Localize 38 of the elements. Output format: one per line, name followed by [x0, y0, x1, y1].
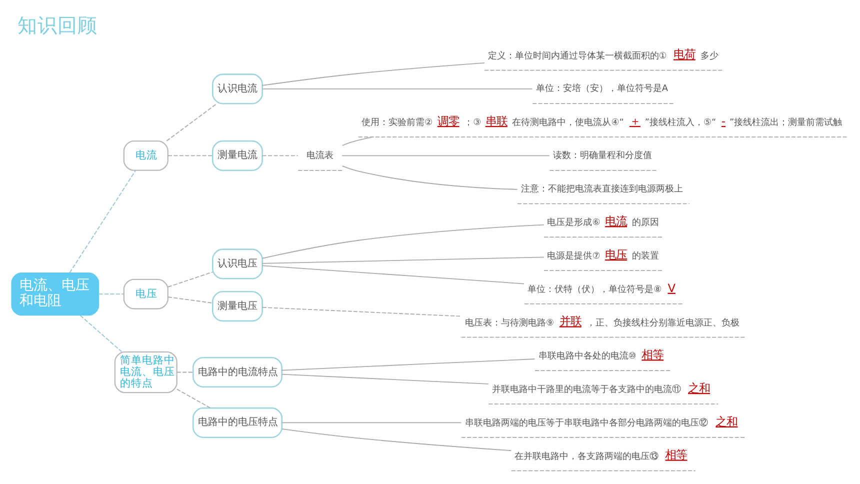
- connector: [262, 155, 298, 156]
- connector: [168, 272, 214, 288]
- connector: [80, 315, 122, 352]
- connector: [262, 224, 544, 259]
- connector: [262, 265, 525, 284]
- connector: [69, 170, 136, 274]
- connector: [281, 422, 462, 424]
- connector: [176, 372, 194, 373]
- connector: [262, 88, 533, 90]
- node-box: 简单电路中电流、电压的特点: [114, 351, 178, 394]
- node-box: 电流: [123, 140, 168, 171]
- connector: [168, 296, 214, 304]
- connector: [262, 62, 485, 86]
- connector: [342, 155, 550, 156]
- connector: [281, 358, 536, 371]
- node-text: 读数：明确量程和分度值: [552, 150, 652, 161]
- node-box: 认识电流: [212, 74, 263, 104]
- node-text: 注意：不能把电流表直接连到电源两极上: [520, 184, 683, 194]
- node-text: 单位：安培（安），单位符号是A: [536, 84, 668, 94]
- connector: [262, 306, 462, 317]
- node-box: 电压: [123, 278, 168, 310]
- connector: [98, 294, 124, 295]
- connector: [176, 388, 211, 408]
- node-box: 电路中的电压特点: [192, 407, 282, 438]
- node-box: 电流、电压和电阻: [11, 272, 100, 316]
- node-box: 测量电流: [212, 140, 263, 172]
- node-text: 电流表: [306, 150, 334, 161]
- node-box: 认识电压: [212, 248, 263, 280]
- connector: [166, 103, 218, 142]
- diagram-title: 知识回顾: [18, 14, 98, 38]
- connector: [262, 256, 544, 264]
- connector: [168, 155, 214, 156]
- connector: [281, 428, 512, 452]
- connector: [281, 374, 489, 384]
- connector: [342, 136, 374, 146]
- node-box: 测量电压: [212, 291, 263, 322]
- node-box: 电路中的电流特点: [192, 356, 282, 388]
- connector: [342, 165, 518, 190]
